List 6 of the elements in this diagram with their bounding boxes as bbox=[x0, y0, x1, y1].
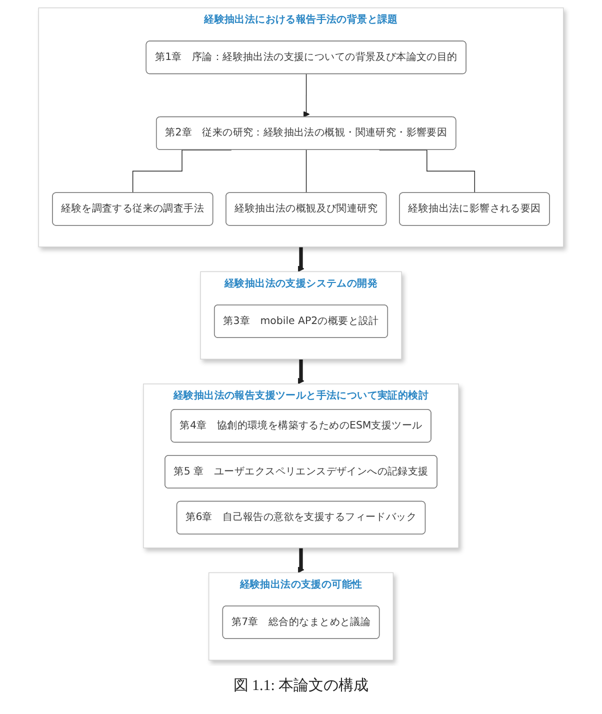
caption: 図 1.1: 本論文の構成 bbox=[233, 676, 369, 695]
arrow bbox=[298, 546, 304, 573]
arrow bbox=[298, 357, 304, 384]
arrow bbox=[303, 74, 310, 118]
arrow bbox=[298, 245, 304, 272]
connector bbox=[306, 150, 307, 194]
